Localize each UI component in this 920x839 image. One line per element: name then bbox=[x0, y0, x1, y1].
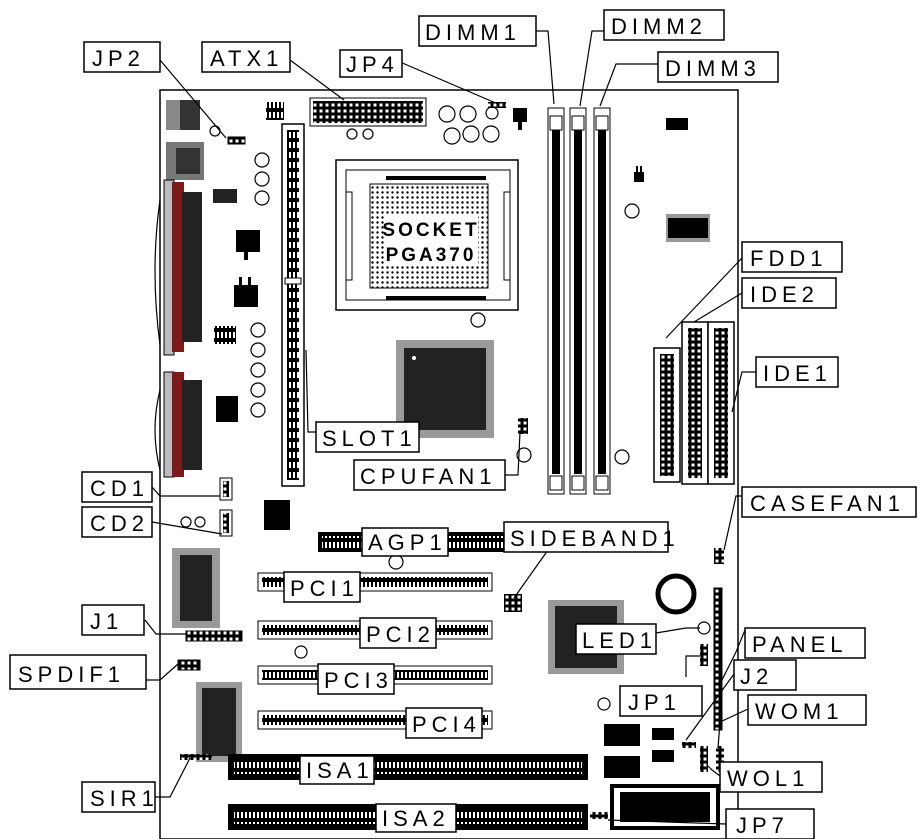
label-dimm1: DIMM1 bbox=[418, 15, 537, 47]
label-wol1: WOL1 bbox=[719, 761, 823, 793]
label-dimm2: DIMM2 bbox=[603, 9, 725, 41]
svg-text:ATX1: ATX1 bbox=[210, 46, 283, 71]
svg-text:SLOT1: SLOT1 bbox=[322, 426, 417, 451]
label-cd1: CD1 bbox=[81, 471, 153, 503]
svg-text:CPUFAN1: CPUFAN1 bbox=[360, 464, 496, 489]
svg-text:PCI4: PCI4 bbox=[412, 712, 481, 737]
svg-text:IDE1: IDE1 bbox=[763, 361, 832, 386]
label-panel: PANEL bbox=[744, 627, 866, 659]
rear-io bbox=[154, 100, 204, 478]
dimm-slots bbox=[547, 107, 611, 495]
svg-text:PANEL: PANEL bbox=[752, 632, 848, 657]
svg-text:JP4: JP4 bbox=[346, 52, 399, 77]
label-casefan1: CASEFAN1 bbox=[741, 486, 917, 518]
svg-text:CD2: CD2 bbox=[90, 511, 149, 536]
svg-text:PCI2: PCI2 bbox=[366, 622, 435, 647]
svg-text:DIMM2: DIMM2 bbox=[611, 14, 707, 39]
label-isa2: ISA2 bbox=[375, 803, 457, 833]
svg-text:DIMM1: DIMM1 bbox=[425, 20, 521, 45]
callout-labels: JP2 ATX1 JP4 DIMM1 DIMM2 DIMM3 FDD1 IDE2… bbox=[9, 9, 917, 839]
label-slot1: SLOT1 bbox=[315, 421, 420, 453]
label-dimm3: DIMM3 bbox=[657, 51, 779, 83]
label-wom1: WOM1 bbox=[747, 694, 867, 726]
svg-text:SIR1: SIR1 bbox=[90, 786, 159, 811]
svg-text:CASEFAN1: CASEFAN1 bbox=[750, 491, 905, 516]
svg-text:SIDEBAND1: SIDEBAND1 bbox=[510, 526, 680, 551]
label-sideband1: SIDEBAND1 bbox=[503, 521, 680, 553]
label-ide2: IDE2 bbox=[741, 277, 837, 309]
label-j2: J2 bbox=[733, 659, 797, 691]
svg-text:JP7: JP7 bbox=[736, 813, 789, 838]
label-jp2: JP2 bbox=[83, 41, 161, 73]
slot1-connector bbox=[281, 123, 305, 487]
capacitors-top bbox=[438, 102, 527, 145]
label-pci4: PCI4 bbox=[405, 707, 483, 739]
atx1-connector bbox=[309, 97, 427, 140]
label-j1: J1 bbox=[81, 604, 145, 636]
svg-text:ISA1: ISA1 bbox=[306, 758, 374, 783]
svg-text:ISA2: ISA2 bbox=[382, 806, 450, 831]
svg-text:PCI1: PCI1 bbox=[290, 576, 359, 601]
svg-text:LED1: LED1 bbox=[582, 628, 657, 653]
label-sir1: SIR1 bbox=[81, 781, 159, 813]
svg-text:SPDIF1: SPDIF1 bbox=[18, 662, 125, 687]
svg-text:IDE2: IDE2 bbox=[750, 282, 819, 307]
label-cpufan1: CPUFAN1 bbox=[353, 459, 506, 491]
label-ide1: IDE1 bbox=[755, 356, 839, 388]
small-components bbox=[172, 102, 290, 762]
svg-text:PCI3: PCI3 bbox=[324, 668, 393, 693]
label-jp7: JP7 bbox=[725, 808, 815, 839]
label-fdd1: FDD1 bbox=[741, 241, 843, 273]
label-cd2: CD2 bbox=[81, 506, 153, 538]
label-agp1: AGP1 bbox=[361, 527, 449, 557]
label-spdif1: SPDIF1 bbox=[9, 654, 147, 690]
label-jp4: JP4 bbox=[339, 49, 403, 78]
right-components bbox=[614, 118, 710, 465]
svg-text:WOM1: WOM1 bbox=[755, 699, 843, 724]
label-jp1: JP1 bbox=[619, 685, 703, 717]
socket-label-line2: PGA370 bbox=[386, 245, 477, 266]
svg-text:WOL1: WOL1 bbox=[727, 766, 809, 791]
label-pci1: PCI1 bbox=[283, 571, 361, 603]
label-led1: LED1 bbox=[575, 623, 657, 655]
label-pci3: PCI3 bbox=[317, 663, 395, 695]
svg-text:J1: J1 bbox=[90, 609, 123, 634]
label-atx1: ATX1 bbox=[201, 41, 291, 73]
leader-lines bbox=[144, 30, 756, 825]
svg-text:JP2: JP2 bbox=[92, 46, 145, 71]
svg-text:DIMM3: DIMM3 bbox=[665, 56, 761, 81]
svg-text:FDD1: FDD1 bbox=[750, 246, 827, 271]
drive-connectors bbox=[653, 321, 735, 485]
svg-text:J2: J2 bbox=[740, 664, 773, 689]
cpu-socket: SOCKET PGA370 bbox=[335, 159, 519, 311]
svg-text:AGP1: AGP1 bbox=[368, 530, 447, 555]
label-pci2: PCI2 bbox=[359, 617, 437, 649]
svg-text:CD1: CD1 bbox=[90, 476, 149, 501]
label-isa1: ISA1 bbox=[299, 755, 375, 785]
socket-label-line1: SOCKET bbox=[382, 220, 479, 241]
svg-text:JP1: JP1 bbox=[628, 690, 681, 715]
